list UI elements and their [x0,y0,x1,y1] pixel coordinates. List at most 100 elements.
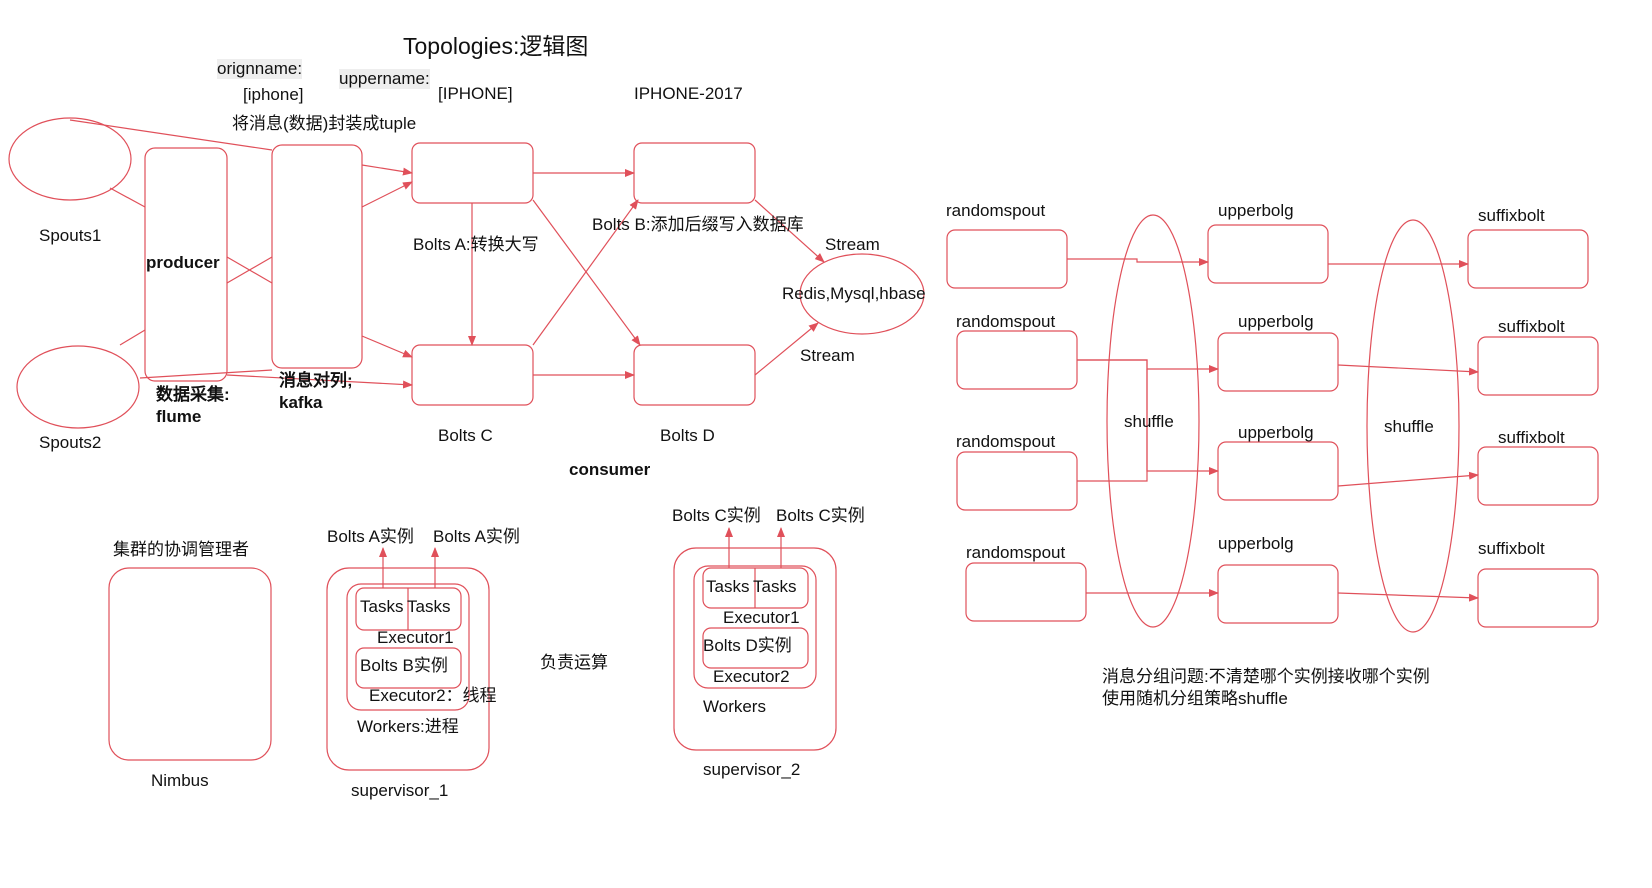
nimbus-label: Nimbus [151,771,209,790]
bolts-a-instance-2: Bolts A实例 [433,527,520,546]
consumer-label: consumer [569,460,651,479]
bolt-a-box [411,142,534,204]
upperbolg-label-1: upperbolg [1218,201,1294,220]
queue-label: 消息对列; [279,371,353,390]
bolts-a-instance-1: Bolts A实例 [327,527,414,546]
wrap-tuple-label: 将消息(数据)封装成tuple [232,114,417,133]
spout1-to-queue [69,119,273,151]
ub4-to-sb4 [1337,592,1479,602]
c-to-b [532,199,639,346]
iphone-2017-label: IPHONE-2017 [634,84,743,103]
bolts-c-instance-2: Bolts C实例 [776,506,865,525]
spouts2-label: Spouts2 [39,433,102,452]
randomspout-label-1: randomspout [946,201,1046,220]
stream1-label: Stream [825,235,880,254]
bolt-b-box [633,142,756,204]
q-to-a1 [361,164,413,176]
bolts-d-label: Bolts D [660,426,715,445]
uppername-label: uppername: [339,69,430,89]
producer-box [144,147,228,382]
workers1-box [346,583,470,711]
suffixbolt-box-2 [1477,336,1599,396]
q-to-a2 [361,181,413,208]
executor1-s1-label: Executor1 [377,628,454,647]
randomspout-label-4: randomspout [966,543,1066,562]
upperbolg-box-3 [1217,441,1339,501]
spout1-shape [8,117,132,201]
upperbolg-label-3: upperbolg [1238,423,1314,442]
shuffle-label-2: shuffle [1384,417,1434,436]
d-to-db [754,322,819,376]
bolts-b-instance: Bolts B实例 [360,656,448,675]
supervisor2-box [673,547,837,751]
randomspout-box-2 [956,330,1078,390]
suffixbolt-box-3 [1477,446,1599,506]
rs3-to-ub2 [1077,369,1148,482]
iphone-lower-label: [iphone] [243,85,304,104]
upperbolg-label-2: upperbolg [1238,312,1314,331]
workers1-label: Workers:进程 [357,717,459,736]
workers2-label: Workers [703,697,766,716]
executor2-s1-label: Executor2：线程 [369,686,497,705]
upperbolg-box-4 [1217,564,1339,624]
spout2-shape [16,345,140,429]
randomspout-box-1 [946,229,1068,289]
suffixbolt-label-3: suffixbolt [1498,428,1565,447]
randomspout-label-2: randomspout [956,312,1056,331]
queue-box [271,144,363,369]
bolts-d-instance: Bolts D实例 [703,636,792,655]
a-to-d [532,199,641,346]
randomspout-label-3: randomspout [956,432,1056,451]
suffixbolt-box-1 [1467,229,1589,289]
rs1-to-ub1 [1067,258,1209,266]
bolts-c-label: Bolts C [438,426,493,445]
supervisor1-box [326,567,490,771]
bolts-b-label: Bolts B:添加后缀写入数据库 [592,215,804,234]
tasks-label-2: Tasks [407,597,451,616]
workers2-box [693,565,817,689]
grouping-note-1: 消息分组问题:不清楚哪个实例接收哪个实例 [1102,667,1430,686]
collect-label: 数据采集: [156,385,230,404]
orignname-label: orignname: [217,59,303,79]
tasks-label-1: Tasks [360,597,404,616]
kafka-label: kafka [279,393,323,412]
bolts-a-label: Bolts A:转换大写 [413,235,539,254]
compute-label: 负责运算 [540,653,608,672]
suffixbolt-label-1: suffixbolt [1478,206,1545,225]
diagram-title: Topologies:逻辑图 [403,33,589,59]
executor2-s1-box [355,647,462,689]
nimbus-box [108,567,272,761]
spout1-to-producer [109,187,146,208]
spout2-to-queue [139,369,273,379]
spout2-to-producer [119,329,146,346]
stream2-label: Stream [800,346,855,365]
cross2 [226,256,273,284]
suffixbolt-label-2: suffixbolt [1498,317,1565,336]
executor2-s2-box [702,627,809,669]
spouts1-label: Spouts1 [39,226,102,245]
upperbolg-box-2 [1217,332,1339,392]
executor2-s2-label: Executor2 [713,667,790,686]
supervisor1-label: supervisor_1 [351,781,449,800]
supervisor2-label: supervisor_2 [703,760,801,779]
tasks-label-4: Tasks [753,577,797,596]
randomspout-box-4 [965,562,1087,622]
q-to-c2 [226,374,413,389]
bolt-d-box [633,344,756,406]
q-to-c1 [361,335,413,358]
producer-label: producer [146,253,220,272]
bolt-c-box [411,344,534,406]
grouping-note-2: 使用随机分组策略shuffle [1102,689,1288,708]
shuffle2-ellipse [1366,219,1460,633]
suffixbolt-label-4: suffixbolt [1478,539,1545,558]
upperbolg-box-1 [1207,224,1329,284]
shuffle-label-1: shuffle [1124,412,1174,431]
bolts-c-instance-1: Bolts C实例 [672,506,761,525]
randomspout-box-3 [956,451,1078,511]
ub3-to-sb3 [1337,471,1479,487]
tasks-label-3: Tasks [706,577,750,596]
flume-label: flume [156,407,202,426]
redis-label: Redis,Mysql,hbase [782,284,926,303]
executor1-s2-label: Executor1 [723,608,800,627]
coordinator-label: 集群的协调管理者 [113,540,249,559]
